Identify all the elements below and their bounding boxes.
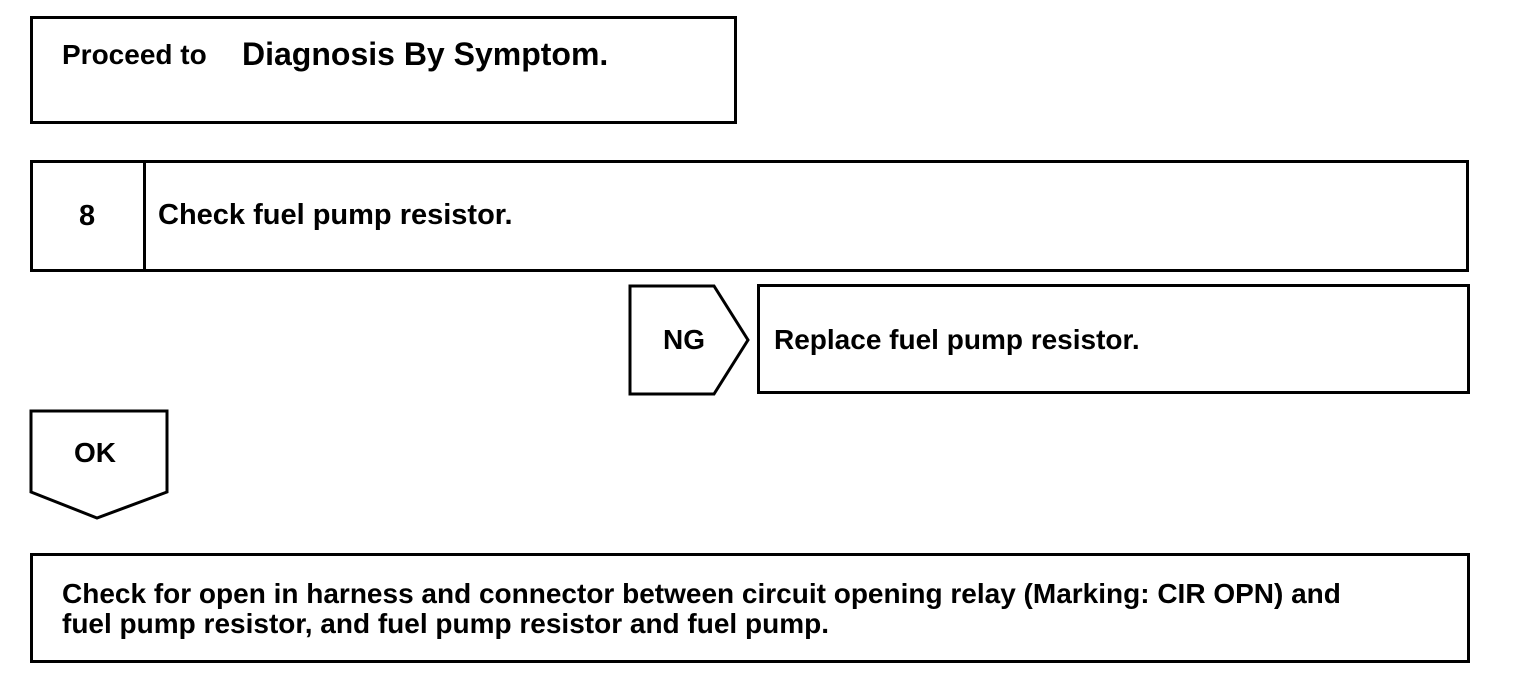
- step-box: [30, 160, 1469, 272]
- proceed-target-text: Diagnosis By Symptom.: [242, 36, 609, 72]
- final-check-text-line: Check for open in harness and connector …: [62, 578, 1341, 609]
- proceed-prefix-text: Proceed to: [62, 39, 207, 70]
- step-number-divider: [143, 160, 146, 272]
- ng-label: NG: [663, 324, 705, 355]
- proceed-box: [30, 16, 737, 124]
- step-number: 8: [79, 200, 96, 232]
- ok-label: OK: [74, 437, 116, 468]
- final-check-box: [30, 553, 1470, 663]
- ok-arrow-shape: [29, 409, 169, 520]
- ng-arrow-shape: [628, 284, 750, 396]
- step-title: Check fuel pump resistor.: [158, 199, 513, 231]
- ng-action-text: Replace fuel pump resistor.: [774, 324, 1140, 355]
- ng-action-box: [757, 284, 1470, 394]
- final-check-text-line: fuel pump resistor, and fuel pump resist…: [62, 608, 829, 639]
